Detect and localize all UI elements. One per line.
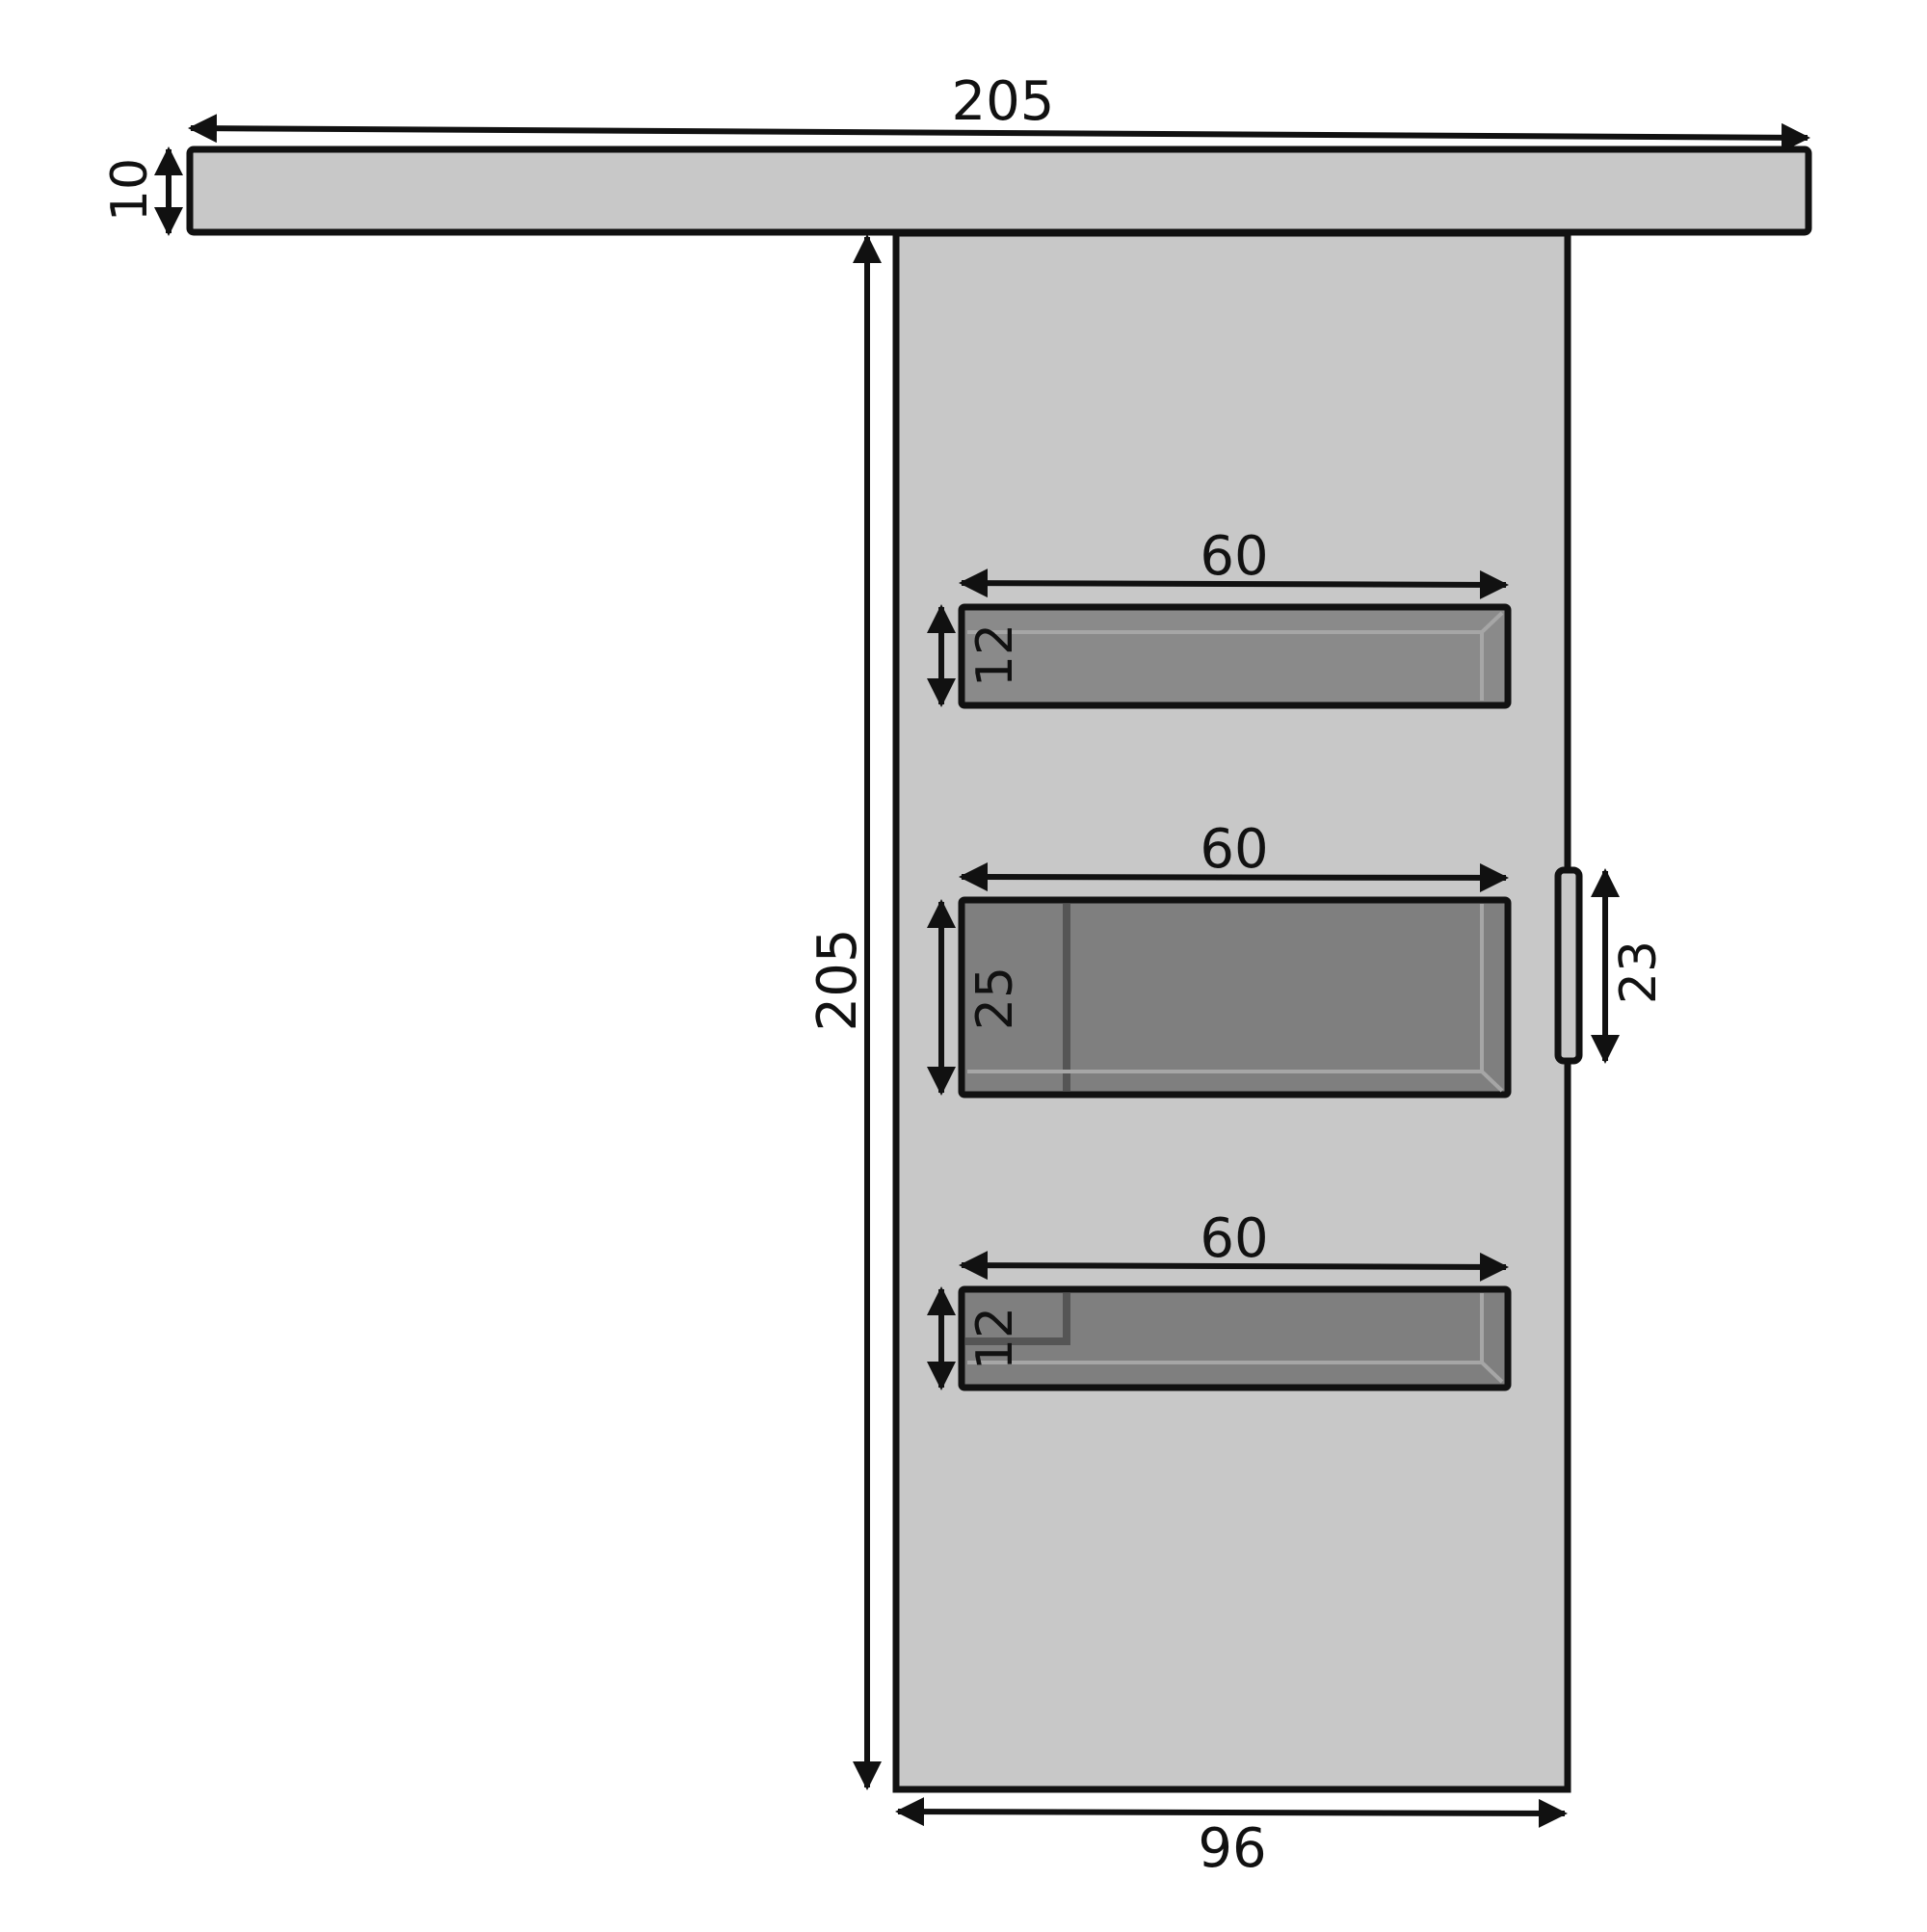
rail-length-arrow <box>188 114 1810 152</box>
window1-width-arrow <box>959 569 1509 599</box>
rail-length-label: 205 <box>952 70 1055 133</box>
door-handle <box>1554 866 1583 1065</box>
window3-width-label: 60 <box>1200 1207 1268 1270</box>
door-height-label: 205 <box>806 929 869 1032</box>
door-width-label: 96 <box>1198 1817 1266 1880</box>
top-rail <box>186 146 1812 236</box>
window1-height-label: 12 <box>966 623 1024 687</box>
rail-height-label: 10 <box>101 158 159 222</box>
door-width-arrow <box>895 1797 1568 1828</box>
window3-width-arrow <box>959 1251 1509 1282</box>
window1-width-label: 60 <box>1200 525 1268 588</box>
handle-height-label: 23 <box>1610 940 1668 1004</box>
window2-width-arrow <box>959 862 1509 892</box>
window-bottom <box>958 1285 1512 1391</box>
window2-width-label: 60 <box>1200 818 1268 881</box>
window-top <box>958 603 1512 709</box>
window-middle <box>958 896 1512 1098</box>
window2-height-label: 25 <box>966 966 1024 1030</box>
window3-height-label: 12 <box>966 1307 1024 1370</box>
